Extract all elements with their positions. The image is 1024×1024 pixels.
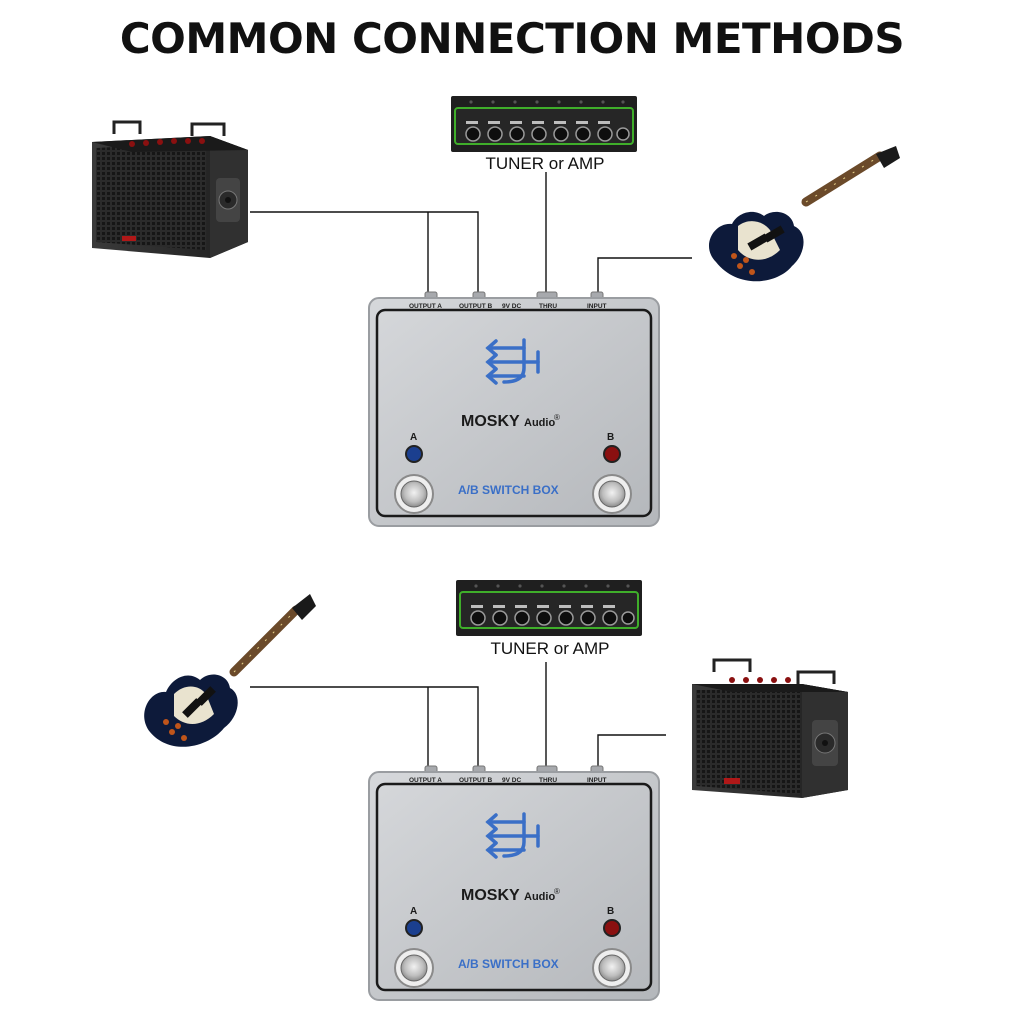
brand-name: MOSKY [461,887,520,904]
jack-label: INPUT [587,303,607,310]
jack-label: THRU [539,777,557,784]
wires-bottom [250,662,666,770]
led-b-indicator [603,445,621,463]
led-a-label: A [410,432,417,443]
jack-label: 9V DC [502,303,521,310]
brand-suffix: Audio [524,417,555,429]
jack-label: OUTPUT A [409,777,442,784]
wires-top [250,172,692,296]
brand-name: MOSKY [461,413,520,430]
registered-mark: ® [554,887,560,896]
page-title: COMMON CONNECTION METHODS [119,14,905,63]
combo-amp-icon [692,658,848,798]
led-a-indicator [405,445,423,463]
led-a-label: A [410,906,417,917]
combo-amp-icon [92,120,248,258]
headphone-amplifier-rack-icon [451,96,637,152]
rack-label-bottom: TUNER or AMP [490,639,610,658]
led-a-indicator [405,919,423,937]
electric-guitar-icon [708,146,900,282]
jack-label: OUTPUT B [459,303,493,310]
jack-label: OUTPUT B [459,777,493,784]
ab-switch-pedal-top: OUTPUT A OUTPUT B 9V DC THRU INPUT MOSKY… [367,290,661,528]
headphone-amplifier-rack-icon [456,580,642,636]
ab-switch-pedal-bottom: OUTPUT A OUTPUT B 9V DC THRU INPUT MOSKY… [367,764,661,1002]
led-b-label: B [607,906,614,917]
electric-guitar-icon [144,594,316,747]
pedal-name: A/B SWITCH BOX [458,957,559,971]
pedal-name: A/B SWITCH BOX [458,483,559,497]
led-b-indicator [603,919,621,937]
jack-label: INPUT [587,777,607,784]
jack-label: THRU [539,303,557,310]
registered-mark: ® [554,413,560,422]
jack-label: 9V DC [502,777,521,784]
brand-suffix: Audio [524,891,555,903]
rack-label-top: TUNER or AMP [485,154,605,173]
jack-label: OUTPUT A [409,303,442,310]
led-b-label: B [607,432,614,443]
